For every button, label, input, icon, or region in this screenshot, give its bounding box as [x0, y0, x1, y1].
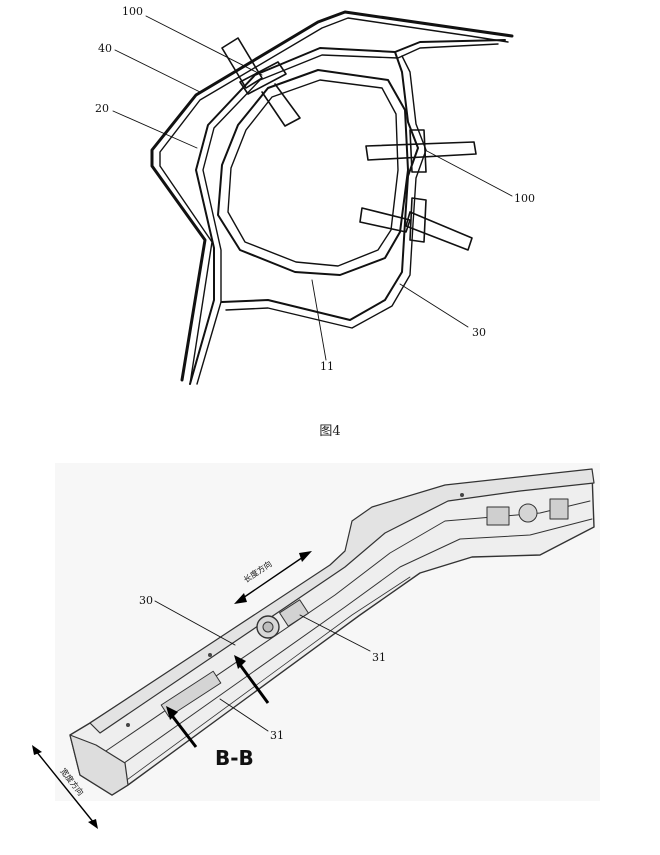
pillar-part-figure: B-B 长度方向 宽度方向 30 31 31: [32, 463, 600, 829]
label-20: 20: [95, 102, 109, 115]
reinforcement-20-edge: [196, 43, 499, 385]
length-direction-arrow: [234, 551, 312, 604]
hole-1: [126, 723, 130, 727]
outer-panel-40-inner-edge: [159, 17, 509, 385]
section-label-b-b: B-B: [215, 746, 254, 770]
pillar-top-flange: [89, 468, 595, 734]
pocket-upper-1: [486, 506, 510, 526]
pillar-ridge-3: [119, 576, 411, 786]
section-b-b-markers: [166, 655, 270, 748]
inner-panel-30-edge: [225, 55, 427, 329]
pillar-lower-end: [69, 734, 129, 796]
width-direction-arrow: [32, 745, 98, 829]
stud-100-right-lower: [359, 197, 473, 251]
reinforcement-20: [189, 39, 506, 385]
label-30-bottom: 30: [139, 594, 153, 607]
label-100-right: 100: [514, 192, 535, 205]
pocket-upper-2: [549, 498, 569, 520]
hole-3: [460, 493, 464, 497]
label-30: 30: [472, 326, 486, 339]
cavity-loop-11-inner: [227, 79, 399, 267]
figure-caption: 图4: [319, 424, 341, 439]
leader-lines-bottom: [154, 600, 371, 732]
outer-panel-40: [150, 10, 514, 382]
hole-2: [208, 653, 212, 657]
reinforcement-31-lower: [160, 670, 222, 718]
label-11: 11: [320, 360, 334, 373]
label-100-top: 100: [122, 5, 143, 18]
leader-lines: [112, 15, 513, 361]
label-40: 40: [98, 42, 112, 55]
label-31-right: 31: [372, 651, 386, 664]
pillar-ridge-2: [109, 518, 593, 774]
cross-section-figure: 100 40 20 100 30 11: [95, 5, 535, 385]
label-31-lower: 31: [270, 729, 284, 742]
pocket-round-upper: [518, 503, 538, 523]
inner-panel-30: [221, 51, 419, 321]
bolt-boss-inner: [262, 621, 274, 633]
stud-100-right-upper: [365, 129, 477, 173]
cavity-loop-11: [217, 69, 409, 276]
reinforcement-31-upper: [279, 599, 309, 627]
stud-100-top: [221, 37, 301, 127]
